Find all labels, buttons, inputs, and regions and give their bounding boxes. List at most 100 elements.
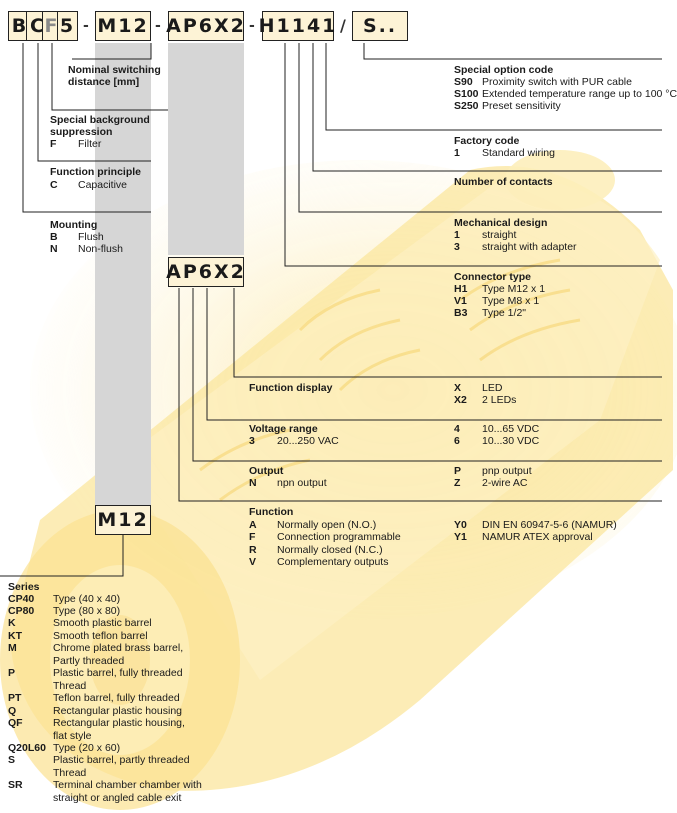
connector-code-h1: H1 [454,283,468,295]
series-desc-q: Rectangular plastic housing [53,705,182,717]
function-desc-f: Connection programmable [277,531,401,543]
series-desc-p: Plastic barrel, fully threaded [53,667,183,679]
series-desc-qf-2: flat style [53,730,92,742]
column-ap6x2 [168,43,244,255]
output-desc-n: npn output [277,477,327,489]
function-code-box: AP6X2 [166,257,244,287]
series-desc-m: Chrome plated brass barrel, [53,642,184,654]
output-desc-p: pnp output [482,465,532,477]
mechanical-design-title: Mechanical design [454,217,548,229]
function-code-r: R [249,544,257,556]
voltage-desc-6: 10...30 VDC [482,435,540,447]
special-desc-s100: Extended temperature range up to 100 °C [482,88,677,100]
nominal-distance-title: Nominal switching distance [mm] [68,64,161,89]
code-connector-box: H1141 [259,11,335,41]
series-desc-cp40: Type (40 x 40) [53,593,121,605]
display-code-x: X [454,382,462,394]
voltage-range-title: Voltage range [249,423,318,435]
mounting-desc-flush: Flush [78,231,104,243]
function-code-y1: Y1 [454,531,467,543]
output-code-n: N [249,477,257,489]
special-desc-s250: Preset sensitivity [482,100,561,112]
connector-code-v1: V1 [454,295,467,307]
function-code-a: A [249,519,257,531]
output-code-p: P [454,465,462,477]
function-desc-y1: NAMUR ATEX approval [482,531,593,543]
background-suppression-title: Special background suppression [50,114,150,139]
mechanical-desc-1: straight [482,229,517,241]
mechanical-code-1: 1 [454,229,460,241]
series-desc-s: Plastic barrel, partly threaded [53,754,190,766]
code-function-box: AP6X2 [166,11,244,41]
voltage-code-4: 4 [454,423,460,435]
series-title: Series [8,581,40,593]
mechanical-desc-3: straight with adapter [482,241,577,253]
series-desc-qf: Rectangular plastic housing, [53,717,185,729]
function-desc-a: Normally open (N.O.) [277,519,377,531]
series-code-m: M [8,642,17,654]
series-desc-cp80: Type (80 x 80) [53,605,121,617]
series-desc-pt: Teflon barrel, fully threaded [53,692,180,704]
factory-code-title: Factory code [454,135,520,147]
voltage-code-3: 3 [249,435,255,447]
function-desc-r: Normally closed (N.C.) [277,544,383,556]
background-code: F [50,138,57,150]
series-code-sr: SR [8,779,23,791]
series-code-q: Q [8,705,17,717]
display-desc-x: LED [482,382,503,394]
series-code-cp40: CP40 [8,593,35,605]
voltage-desc-4: 10...65 VDC [482,423,540,435]
series-code-cp80: CP80 [8,605,35,617]
voltage-code-6: 6 [454,435,460,447]
mechanical-code-3: 3 [454,241,460,253]
mounting-code-n: N [50,243,58,255]
principle-code: C [50,179,58,191]
function-code-f: F [249,531,256,543]
special-code-s250: S250 [454,100,479,112]
connector-desc-v1: Type M8 x 1 [482,295,540,307]
function-code-v: V [249,556,257,568]
connector-code-b3: B3 [454,307,468,319]
code-dash: - [155,18,161,34]
code-slash: / [340,16,346,35]
mounting-title: Mounting [50,219,98,231]
factory-code-1: 1 [454,147,460,159]
series-desc-k: Smooth plastic barrel [53,617,152,629]
contacts-title: Number of contacts [454,176,553,188]
function-code-y0: Y0 [454,519,467,531]
connector-desc-h1: Type M12 x 1 [482,283,546,295]
code-dash: - [83,18,89,34]
series-code-s: S [8,754,16,766]
display-desc-x2: 2 LEDs [482,394,517,406]
mounting-desc-nonflush: Non-flush [78,243,123,255]
column-m12 [95,43,151,505]
connector-type-title: Connector type [454,271,532,283]
special-code-s100: S100 [454,88,479,100]
series-desc-sr: Terminal chamber chamber with [53,779,202,791]
connector-desc-b3: Type 1/2" [482,307,527,319]
series-desc-sr-2: straight or angled cable exit [53,792,182,804]
function-principle-title: Function principle [50,166,141,178]
series-code-k: K [8,617,16,629]
series-code-q20l60: Q20L60 [8,742,46,754]
voltage-desc-3: 20...250 VAC [277,435,339,447]
function-desc-y0: DIN EN 60947-5-6 (NAMUR) [482,519,617,531]
background-desc: Filter [78,138,102,150]
code-special-box: S.. [352,11,408,41]
code-letter-5: 5 [57,11,78,41]
series-code-p: P [8,667,16,679]
special-code-s90: S90 [454,76,473,88]
special-option-title: Special option code [454,64,554,76]
output-code-z: Z [454,477,461,489]
series-code-pt: PT [8,692,22,704]
connector-lines [0,43,662,577]
series-desc-kt: Smooth teflon barrel [53,630,148,642]
thread-code-box: M12 [95,505,151,535]
series-desc-s-2: Thread [53,767,87,779]
code-dash: - [249,18,255,34]
output-desc-z: 2-wire AC [482,477,528,489]
series-desc-m-2: Partly threaded [53,655,125,667]
series-desc-q20l60: Type (20 x 60) [53,742,121,754]
principle-desc: Capacitive [78,179,128,191]
